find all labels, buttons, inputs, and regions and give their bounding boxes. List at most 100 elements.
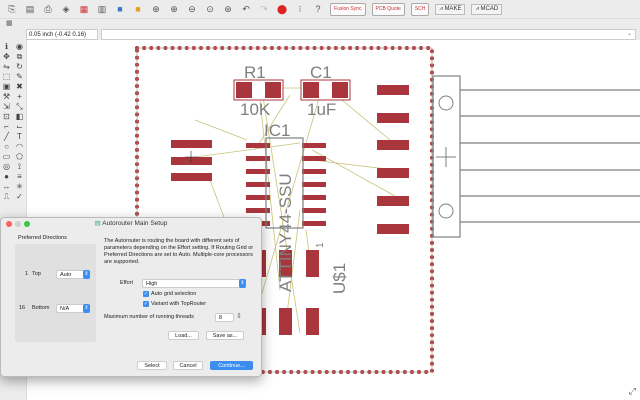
ripup-icon[interactable]: ⌙ — [16, 122, 23, 131]
autorouter-icon[interactable]: ⎍ — [3, 192, 10, 201]
display-icon[interactable]: ▥ — [97, 3, 107, 14]
via-icon[interactable]: ◎ — [3, 162, 10, 171]
zoom-button[interactable] — [24, 221, 30, 227]
pad — [306, 250, 319, 277]
effort-select[interactable]: High⇕ — [142, 279, 246, 288]
ic-pad — [302, 143, 326, 148]
variant-toprouter-label: Variant with TopRouter — [151, 301, 207, 307]
board-canvas[interactable]: R1 C1 10K 1uF IC1 ATTINY44-SSU U$1 1 — [27, 40, 640, 400]
auto-grid-checkbox[interactable]: ✓ — [143, 291, 149, 297]
fullscreen-icon[interactable]: ⤢ — [628, 386, 636, 396]
route-icon[interactable]: ⌐ — [4, 122, 9, 131]
attribute-icon[interactable]: ≡ — [17, 172, 22, 181]
arc-icon[interactable]: ◠ — [16, 142, 23, 151]
zoom-select-icon[interactable]: ⊙ — [206, 3, 214, 14]
variant-toprouter-checkbox[interactable]: ✓ — [143, 301, 149, 307]
zoom-in-icon[interactable]: ⊕ — [170, 3, 178, 14]
bottom-direction-select[interactable]: N/A ⇕ — [56, 304, 90, 313]
close-button[interactable] — [6, 221, 12, 227]
print-icon[interactable]: ⎙ — [44, 3, 52, 14]
open-icon[interactable]: ⎘ — [8, 3, 16, 14]
move-icon[interactable]: ✥ — [3, 52, 10, 61]
airwire — [259, 94, 321, 301]
optimize-icon[interactable]: ⇲ — [3, 102, 10, 111]
save-as-button[interactable]: Save as... — [206, 331, 244, 340]
ratsnest-icon[interactable]: ✳ — [16, 182, 23, 191]
switch-to-schematic-button[interactable]: SCH — [410, 2, 430, 16]
minimize-button[interactable] — [15, 221, 21, 227]
continue-button[interactable]: Continue... — [210, 361, 253, 370]
parameter-toolbar: ▦ — [0, 19, 640, 28]
rect-icon[interactable]: ▭ — [2, 152, 11, 161]
redraw-icon[interactable]: ⊛ — [224, 3, 232, 14]
pad — [377, 113, 409, 123]
redo-icon[interactable]: ↷ — [260, 3, 268, 14]
auto-grid-label: Auto grid selection — [151, 291, 197, 297]
dimension-icon[interactable]: ↔ — [2, 182, 11, 191]
wrench-icon[interactable]: ⚒ — [2, 92, 11, 101]
text-icon[interactable]: T — [17, 132, 22, 141]
document-icon: ▤ — [94, 220, 101, 227]
change-icon[interactable]: ✎ — [16, 72, 23, 81]
ic-pad — [246, 156, 270, 161]
zoom-fit-icon[interactable]: ⊕ — [152, 3, 160, 14]
make-label: MAKE — [444, 5, 462, 12]
zoom-out-icon[interactable]: ⊖ — [188, 3, 196, 14]
ulp-icon[interactable]: ■ — [117, 4, 123, 14]
layer-name: Bottom — [32, 305, 50, 311]
lock-icon[interactable]: ⊡ — [3, 112, 10, 121]
chevron-down-icon[interactable]: ⌄ — [626, 30, 632, 37]
pcb-quote-button[interactable]: PCB Quote — [371, 2, 405, 16]
label-u1: U$1 — [330, 263, 349, 294]
delete-icon[interactable]: ✖ — [16, 82, 23, 91]
script-icon[interactable]: ■ — [135, 4, 141, 14]
wire-icon[interactable]: ╱ — [4, 132, 9, 141]
layer-name: Top — [32, 271, 41, 277]
mcad-button[interactable]: ⩘ MCAD — [471, 3, 503, 15]
eye-icon[interactable]: ◉ — [16, 42, 23, 51]
hole-icon[interactable]: ● — [4, 172, 9, 181]
help-icon[interactable]: ? — [315, 4, 321, 14]
save-icon[interactable]: ▤ — [25, 3, 35, 14]
stop-icon[interactable]: ⬤ — [276, 3, 288, 14]
paste-icon[interactable]: ▣ — [2, 82, 11, 91]
pad — [377, 85, 409, 95]
threads-input[interactable]: 8 — [215, 313, 234, 322]
updown-icon: ⇕ — [83, 270, 90, 279]
rotate-icon[interactable]: ↻ — [16, 62, 23, 71]
add-icon[interactable]: + — [17, 92, 22, 101]
bottom-direction-value: N/A — [60, 306, 70, 312]
layer-settings-icon[interactable]: ▦ — [79, 3, 89, 14]
command-input[interactable]: ⌄ — [101, 28, 636, 40]
polygon-icon[interactable]: ⬠ — [16, 152, 23, 161]
airwire — [194, 119, 248, 141]
cam-icon[interactable]: ◈ — [62, 3, 70, 14]
circle-icon[interactable]: ○ — [4, 142, 9, 151]
undo-icon[interactable]: ↶ — [242, 3, 250, 14]
autorouter-dialog: ▤ Autorouter Main Setup Preferred Direct… — [0, 217, 262, 377]
erc-icon[interactable]: ✓ — [16, 192, 23, 201]
copy-icon[interactable]: ⧉ — [16, 52, 23, 61]
dialog-titlebar[interactable]: ▤ Autorouter Main Setup — [1, 218, 261, 230]
smash-icon[interactable]: ◧ — [15, 112, 24, 121]
group-icon[interactable]: ⬚ — [2, 72, 11, 81]
cancel-button[interactable]: Cancel — [173, 361, 203, 370]
command-row: 0.05 inch (-0.42 0.16) ⌄ — [0, 28, 640, 40]
signal-icon[interactable]: ⟟ — [18, 162, 21, 171]
ic-pad — [302, 182, 326, 187]
select-button[interactable]: Select — [137, 361, 167, 370]
top-direction-select[interactable]: Auto⇕ — [56, 270, 90, 279]
pad — [279, 308, 292, 335]
grid-icon[interactable]: ▦ — [6, 20, 13, 27]
info-icon[interactable]: ℹ — [4, 42, 9, 51]
mirror-icon[interactable]: ⇋ — [3, 62, 10, 71]
threads-stepper[interactable]: ⇕ — [236, 313, 242, 320]
ic-pad — [246, 143, 270, 148]
label-r1: R1 — [244, 63, 266, 82]
load-button[interactable]: Load... — [168, 331, 199, 340]
split-icon[interactable]: ⤡ — [16, 102, 23, 111]
make-button[interactable]: ⩘ MAKE — [435, 3, 466, 15]
updown-icon: ⇕ — [83, 304, 90, 313]
fusion-sync-button[interactable]: Fusion Sync — [330, 2, 366, 16]
go-icon[interactable]: ⁝ — [298, 3, 302, 14]
